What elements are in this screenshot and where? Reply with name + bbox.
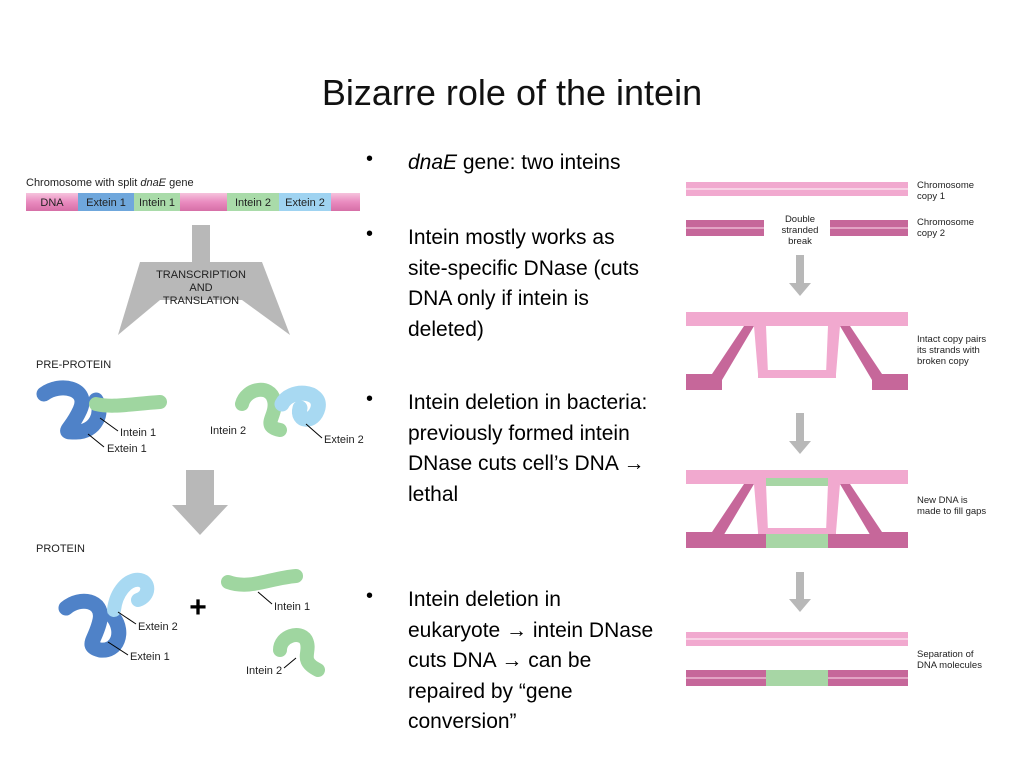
bullet-dot: • — [366, 388, 374, 410]
new-dna-final — [766, 670, 828, 686]
extein1-label: Extein 1 — [86, 197, 126, 209]
chromosome-bar: DNA Extein 1 Intein 1 Intein 2 Extein 2 — [26, 193, 360, 211]
plus-sign: + — [189, 591, 207, 624]
copy2-label-1: Chromosome — [917, 217, 974, 228]
pre-extein2-label: Extein 2 — [324, 434, 364, 446]
down-arrow — [172, 470, 228, 535]
transcription-label-2: AND — [189, 282, 212, 294]
split-arrow — [118, 225, 290, 335]
step3-label-2: made to fill gaps — [917, 506, 986, 517]
free-intein-2 — [273, 628, 325, 677]
prot-extein2-label: Extein 2 — [138, 621, 178, 633]
step4-label-1: Separation of — [917, 649, 974, 660]
extein1-segment — [78, 193, 134, 211]
break-label-2: stranded — [782, 225, 819, 236]
copy2-label-2: copy 2 — [917, 228, 945, 239]
intein2-segment — [227, 193, 279, 211]
slide-title: Bizarre role of the intein — [321, 72, 703, 113]
bullet-dot: • — [366, 148, 374, 170]
transcription-label-1: TRANSCRIPTION — [156, 269, 246, 281]
spliced-protein — [58, 572, 155, 658]
intein2-label: Intein 2 — [235, 197, 271, 209]
protein-label: PROTEIN — [36, 543, 85, 555]
prot-extein1-label: Extein 1 — [130, 651, 170, 663]
prot-intein2-label: Intein 2 — [246, 665, 282, 677]
break-label-1: Double — [785, 214, 815, 225]
bullet-2-text: Intein mostly works as site-specific DNa… — [408, 226, 640, 341]
copy1-label-1: Chromosome — [917, 180, 974, 191]
gene-conversion-figure: Double stranded break Chromosome copy 1 … — [686, 180, 986, 686]
copy1-label-2: copy 1 — [917, 191, 945, 202]
bullet-4-text: Intein deletion in eukaryote → intein DN… — [408, 588, 654, 733]
extein2-segment — [279, 193, 331, 211]
step2-label-3: broken copy — [917, 356, 969, 367]
dna-label: DNA — [40, 197, 64, 209]
chromosome-label: Chromosome with split dnaE gene — [26, 177, 194, 189]
pre-protein-2 — [235, 383, 326, 437]
pre-extein1-label: Extein 1 — [107, 443, 147, 455]
intein1-segment — [134, 193, 180, 211]
pre-protein-1 — [36, 380, 167, 440]
pre-intein2-label: Intein 2 — [210, 425, 246, 437]
new-dna-top — [766, 478, 828, 486]
bullet-dot: • — [366, 223, 374, 245]
transcription-label-3: TRANSLATION — [163, 295, 239, 307]
bullet-3-text: Intein deletion in bacteria: previously … — [408, 391, 648, 506]
step4-label-2: DNA molecules — [917, 660, 982, 671]
step3-label-1: New DNA is — [917, 495, 968, 506]
bullet-dot: • — [366, 585, 374, 607]
new-dna-bottom — [766, 534, 828, 548]
pre-protein-label: PRE-PROTEIN — [36, 359, 111, 371]
free-intein-1 — [221, 569, 303, 592]
prot-intein1-label: Intein 1 — [274, 601, 310, 613]
break-label-3: break — [788, 236, 812, 247]
step2-label-2: its strands with — [917, 345, 980, 356]
step2-label-1: Intact copy pairs — [917, 334, 986, 345]
extein2-label: Extein 2 — [285, 197, 325, 209]
bullet-1-text: dnaE gene: two inteins — [408, 151, 621, 174]
pre-intein1-label: Intein 1 — [120, 427, 156, 439]
intein1-label: Intein 1 — [139, 197, 175, 209]
